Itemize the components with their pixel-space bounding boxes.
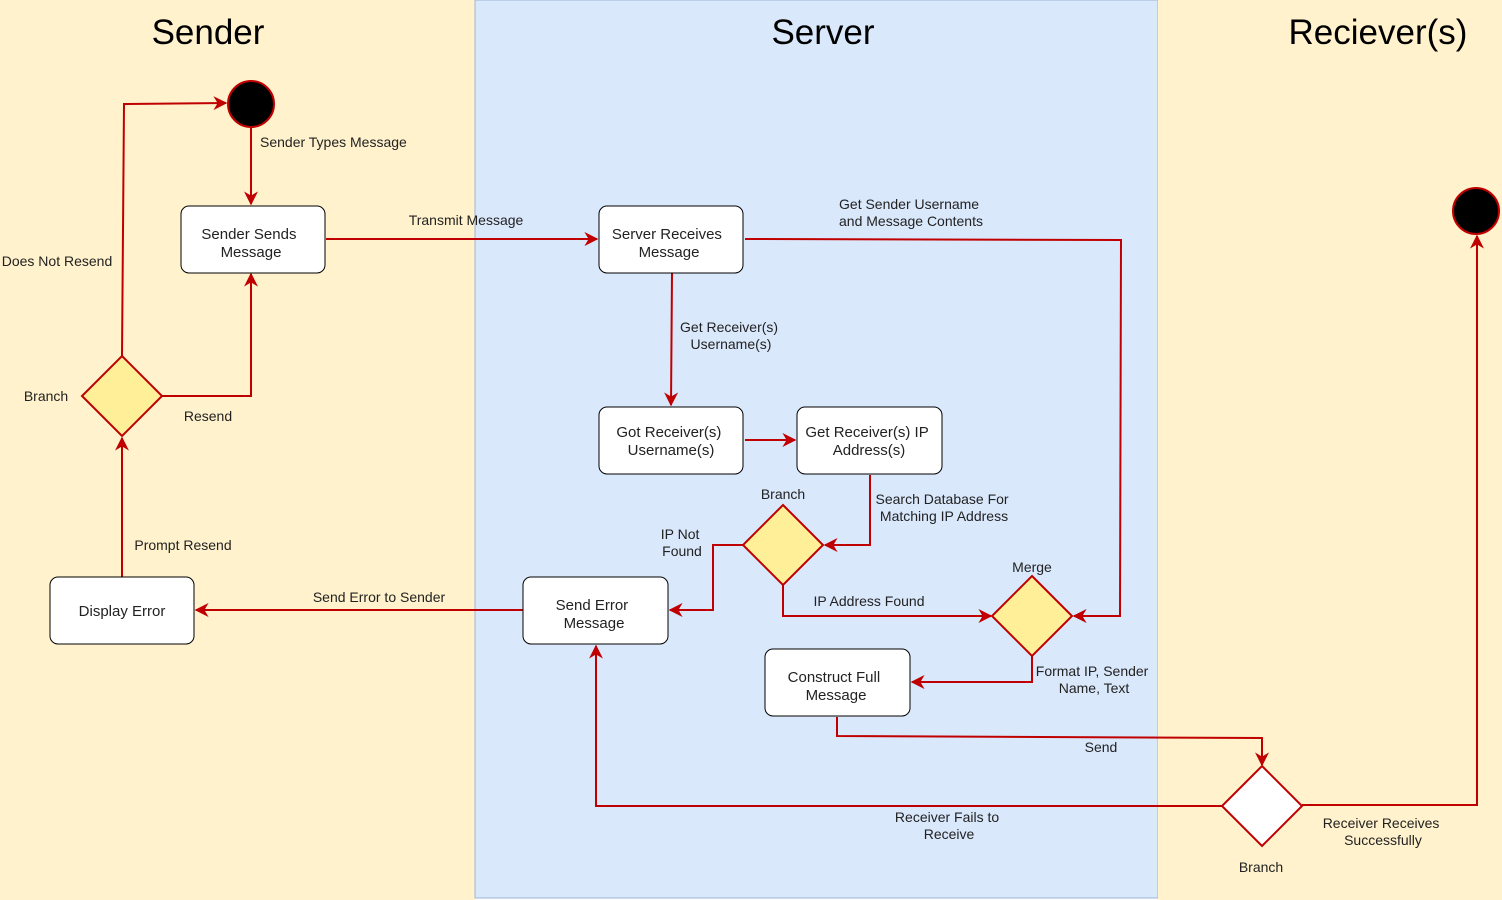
receiver-branch-diamond <box>1220 764 1304 848</box>
sender-start-node <box>227 80 275 128</box>
edge-ip-not-found <box>668 544 743 617</box>
receiver-fails-line1: Receiver Fails to <box>895 809 999 825</box>
send-error-line2: Message <box>564 615 625 632</box>
svg-text:Get Sender Username and Me: Get Sender Username and Message Contents <box>839 196 983 229</box>
svg-text:Receiver Receives Successf: Receiver Receives Successfully <box>1323 815 1444 848</box>
svg-text:IP Not Found: IP Not Found <box>661 526 704 559</box>
svg-text:Receiver Fails to Receive: Receiver Fails to Receive <box>895 809 1003 842</box>
edge-ip-address-found <box>782 585 993 623</box>
search-database-line2: Matching IP Address <box>880 508 1008 524</box>
format-line2: Name, Text <box>1059 680 1130 696</box>
svg-text:Server Receives Message: Server Receives Message <box>612 226 726 261</box>
prompt-resend-label: Prompt Resend <box>134 537 231 553</box>
receiver-receives-line1: Receiver Receives <box>1323 815 1440 831</box>
ip-not-found-line2: Found <box>662 543 702 559</box>
get-ip-line1: Get Receiver(s) IP <box>805 424 928 441</box>
merge-label: Merge <box>1012 559 1052 575</box>
merge-diamond <box>990 574 1074 658</box>
svg-text:Sender Sends Message: Sender Sends Message <box>201 226 300 261</box>
edge-branch-resend <box>162 272 258 397</box>
server-receives-line1: Server Receives <box>612 226 722 243</box>
transmit-label: Transmit Message <box>409 212 524 228</box>
edge-get-receiver-usernames <box>664 272 679 407</box>
edge-branch-does-not-resend <box>121 96 228 357</box>
svg-text:Got Receiver(s) Username(s: Got Receiver(s) Username(s) <box>616 424 725 459</box>
svg-text:Search Database For Matchi: Search Database For Matching IP Address <box>876 491 1013 524</box>
edge-receiver-fails <box>589 644 1222 807</box>
format-line1: Format IP, Sender <box>1036 663 1149 679</box>
edge-search-database <box>823 475 871 552</box>
search-database-line1: Search Database For <box>876 491 1009 507</box>
send-error-to-sender-label: Send Error to Sender <box>313 589 446 605</box>
got-receivers-line1: Got Receiver(s) <box>616 424 721 441</box>
sender-sends-line2: Message <box>221 244 282 261</box>
send-error-line1: Send Error <box>556 597 629 614</box>
ip-not-found-line1: IP Not <box>661 526 700 542</box>
sender-lane <box>0 0 475 900</box>
server-receives-line2: Message <box>639 244 700 261</box>
svg-text:Construct Full Message: Construct Full Message <box>788 669 885 704</box>
edge-get-sender-username <box>744 238 1123 623</box>
receiver-receives-line2: Successfully <box>1344 832 1422 848</box>
does-not-resend-label: Does Not Resend <box>2 253 113 269</box>
get-sender-username-line1: Get Sender Username <box>839 196 979 212</box>
sender-lane-title: Sender <box>152 13 265 52</box>
get-ip-node <box>796 406 943 475</box>
receiver-lane <box>1158 0 1502 900</box>
receivers-lane-title: Reciever(s) <box>1289 13 1468 52</box>
sender-sends-line1: Sender Sends <box>201 226 296 243</box>
sender-sends-node <box>180 205 326 274</box>
svg-text:Display Error: Display Error <box>79 603 166 620</box>
sender-branch-diamond <box>80 354 164 438</box>
server-branch-label: Branch <box>761 486 805 502</box>
resend-label: Resend <box>184 408 232 424</box>
receiver-end-node <box>1452 187 1500 235</box>
construct-full-line2: Message <box>806 687 867 704</box>
server-branch-diamond <box>741 503 825 587</box>
svg-text:Send Error Message: Send Error Message <box>556 597 633 632</box>
svg-text:Get Receiver(s) IP Address: Get Receiver(s) IP Address(s) <box>805 424 932 459</box>
sender-types-label: Sender Types Message <box>260 134 407 150</box>
get-ip-line2: Address(s) <box>833 442 906 459</box>
svg-text:Get Receiver(s) Username(s: Get Receiver(s) Username(s) <box>680 319 782 352</box>
got-receivers-line2: Username(s) <box>628 442 715 459</box>
edge-format-message <box>910 656 1033 689</box>
svg-text:Format IP, Sender Name, Te: Format IP, Sender Name, Text <box>1036 663 1152 696</box>
got-receivers-node <box>598 406 744 475</box>
edge-send <box>836 717 1269 767</box>
display-error-node <box>49 576 195 645</box>
receiver-branch-label: Branch <box>1239 859 1283 875</box>
get-receiver-usernames-line1: Get Receiver(s) <box>680 319 778 335</box>
get-sender-username-line2: and Message Contents <box>839 213 983 229</box>
server-receives-node <box>598 205 744 274</box>
edge-receiver-receives <box>1302 234 1484 806</box>
construct-full-line1: Construct Full <box>788 669 881 686</box>
ip-found-label: IP Address Found <box>813 593 924 609</box>
server-lane-title: Server <box>771 13 874 52</box>
sender-branch-label: Branch <box>24 388 68 404</box>
send-label: Send <box>1085 739 1118 755</box>
construct-full-node <box>764 648 911 717</box>
receiver-fails-line2: Receive <box>924 826 975 842</box>
send-error-node <box>522 576 669 645</box>
display-error-line1: Display Error <box>79 603 166 620</box>
get-receiver-usernames-line2: Username(s) <box>691 336 772 352</box>
